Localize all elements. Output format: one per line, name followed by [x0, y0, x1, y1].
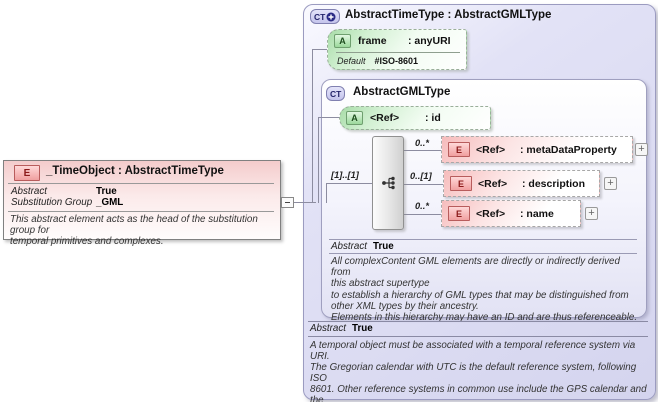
base-type-documentation: All complexContent GML elements are dire… — [331, 256, 638, 324]
divider — [8, 183, 274, 184]
default-label: Default — [337, 56, 366, 66]
element-icon: E — [448, 206, 470, 221]
element-type: : description — [522, 177, 586, 190]
ct-icon-label: CT — [314, 11, 326, 22]
attribute-type: : anyURI — [408, 35, 451, 47]
attribute-id[interactable]: A <Ref> : id — [339, 106, 491, 130]
expand-button[interactable]: + — [585, 207, 598, 220]
base-type-title: AbstractGMLType — [353, 86, 451, 98]
connector-line — [326, 183, 327, 203]
element-icon: E — [450, 176, 472, 191]
divider — [336, 52, 460, 53]
property-label: Abstract — [310, 323, 346, 334]
complex-type-icon: CT — [310, 9, 341, 24]
property-label: Abstract — [331, 241, 367, 252]
sequence-icon — [381, 176, 395, 190]
minus-icon — [285, 202, 290, 203]
expand-button[interactable]: + — [604, 177, 617, 190]
plus-circle-icon — [326, 12, 336, 21]
element-name: <Ref> — [478, 177, 508, 190]
attribute-frame[interactable]: A frame : anyURI Default #ISO-8601 — [327, 29, 467, 70]
element-icon: E — [448, 142, 470, 157]
element-timeobject[interactable]: E _TimeObject : AbstractTimeType Abstrac… — [3, 160, 281, 247]
element-type: : metaDataProperty — [520, 143, 617, 156]
property-value: True — [352, 323, 373, 334]
connector-line — [312, 49, 313, 203]
element-icon: E — [14, 165, 40, 181]
attribute-icon: A — [334, 34, 351, 48]
connector-line — [402, 150, 441, 151]
element-cardinality: 0..* — [415, 138, 429, 148]
connector-line — [318, 117, 319, 203]
attribute-name: frame — [358, 35, 387, 47]
sequence-cardinality: [1]..[1] — [331, 170, 359, 180]
attribute-name: <Ref> — [370, 112, 400, 124]
element-name: <Ref> — [476, 143, 506, 156]
connector-line — [326, 183, 372, 184]
element-title: _TimeObject : AbstractTimeType — [46, 165, 224, 177]
connector-line — [402, 214, 441, 215]
property-value: True — [373, 241, 394, 252]
element-metadataproperty[interactable]: E <Ref> : metaDataProperty — [441, 136, 633, 163]
collapse-toggle[interactable] — [281, 197, 294, 208]
property-value: _GML — [96, 197, 124, 208]
complex-type-title: AbstractTimeType : AbstractGMLType — [345, 9, 552, 21]
property-value: True — [96, 186, 117, 197]
base-type-icon: CT — [326, 86, 346, 101]
connector-line — [318, 117, 340, 118]
divider — [329, 253, 637, 254]
element-cardinality: 0..[1] — [410, 171, 432, 181]
connector-line — [279, 202, 316, 203]
element-description[interactable]: E <Ref> : description — [443, 170, 600, 197]
attribute-type: : id — [425, 112, 441, 124]
complex-type-documentation: A temporal object must be associated wit… — [310, 340, 647, 402]
connector-line — [312, 49, 328, 50]
sequence-compositor[interactable] — [372, 136, 404, 230]
element-name-node[interactable]: E <Ref> : name — [441, 200, 581, 227]
attribute-icon: A — [346, 111, 363, 125]
divider — [308, 321, 648, 322]
element-documentation: This abstract element acts as the head o… — [10, 214, 258, 247]
expand-button[interactable]: + — [635, 143, 648, 156]
ct-icon-label: CT — [330, 88, 342, 99]
default-value: #ISO-8601 — [374, 56, 419, 66]
element-name: <Ref> — [476, 207, 506, 220]
property-label: Substitution Group — [11, 197, 93, 208]
connector-line — [402, 184, 443, 185]
property-label: Abstract — [11, 186, 47, 197]
divider — [329, 239, 637, 240]
divider — [8, 211, 274, 212]
element-cardinality: 0..* — [415, 201, 429, 211]
divider — [308, 336, 648, 337]
element-type: : name — [520, 207, 554, 220]
